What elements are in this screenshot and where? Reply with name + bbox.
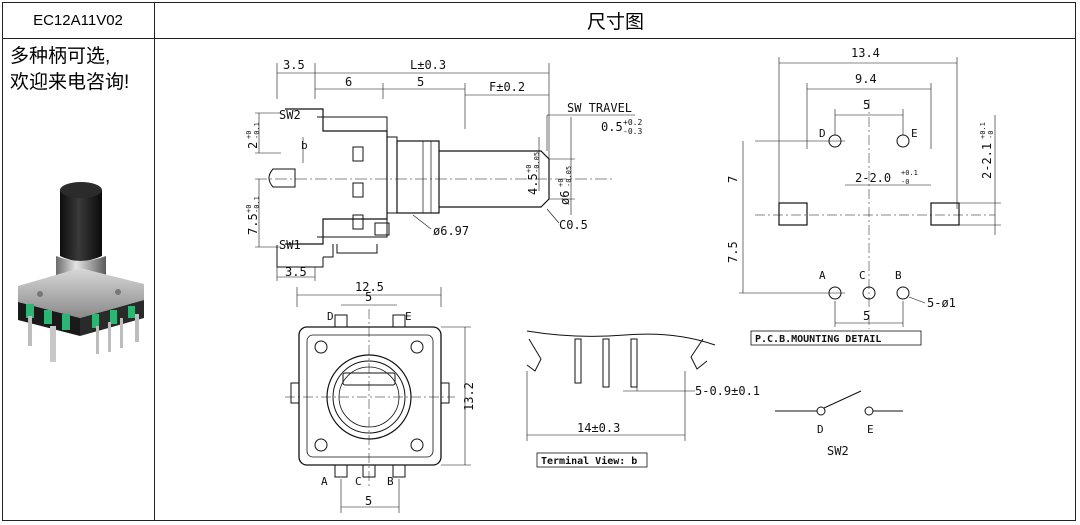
dim-7-5-tol-plus: +0 (245, 205, 253, 213)
dim-5-front-top: 5 (365, 290, 372, 304)
sw-travel-label: SW TRAVEL (567, 101, 632, 115)
dim-phi6-rotated: ø6 +0 -0.05 (557, 166, 573, 205)
dim-4-5-tol-minus: -0.05 (533, 152, 541, 173)
hole-a-label: A (819, 269, 826, 282)
dim-3-5-bottom: 3.5 (285, 265, 307, 279)
dim-2-1-tol-plus: +0.1 (979, 122, 987, 139)
dim-13-2-rotated: 13.2 (462, 382, 476, 411)
dim-5-phi1: 5-ø1 (927, 296, 956, 310)
dim-6: 6 (345, 75, 352, 89)
pcb-detail-label: P.C.B.MOUNTING DETAIL (755, 334, 881, 345)
dim-4-5: 4.5 (526, 173, 540, 195)
dim-phi6-tol-minus: -0.05 (565, 166, 573, 187)
front-view (285, 287, 471, 513)
hole-d-label: D (819, 127, 826, 140)
row-divider (2, 38, 1076, 39)
hole-e-label: E (911, 127, 918, 140)
sw2-symbol (775, 390, 903, 416)
dim-2-rotated: 2 +0 -0.1 (245, 122, 261, 149)
switch-d-label: D (817, 423, 824, 436)
chamfer-label: C0.5 (559, 218, 588, 232)
dim-7-5-rotated: 7.5 +0 -0.1 (245, 196, 261, 235)
dia-6-97: ø6.97 (433, 224, 469, 238)
dim-phi6-tol-plus: +0 (557, 179, 565, 187)
dimension-drawings: 3.5 L±0.3 6 5 F±0.2 SW TRAVEL 0.5 +0.2 -… (245, 46, 1001, 513)
hole-b-label: B (895, 269, 902, 282)
side-view (255, 63, 635, 281)
encoder-photo (18, 182, 144, 362)
dim-7: 7 (726, 176, 740, 183)
dim-phi6: ø6 (558, 191, 572, 205)
pcb-detail (739, 57, 1001, 346)
dim-4-5-rotated: 4.5 +0 -0.05 (525, 152, 541, 195)
dimension-title: 尺寸图 (586, 11, 644, 33)
dim-L: L±0.3 (410, 58, 446, 72)
switch-e-label: E (867, 423, 874, 436)
dim-4-5-tol-plus: +0 (525, 165, 533, 173)
dim-12-5: 12.5 (355, 280, 384, 294)
b-label: b (301, 139, 308, 152)
dim-2-1-rotated: 2-2.1 +0.1 -0 (979, 122, 995, 179)
pin-e-label: E (405, 310, 412, 323)
sw-travel-value: 0.5 (601, 120, 623, 134)
dim-13-4: 13.4 (851, 46, 880, 60)
sw-travel-tol-plus: +0.2 (623, 118, 642, 127)
dim-2-1-tol-minus: -0 (987, 131, 995, 139)
terminal-view-label: Terminal View: b (541, 455, 637, 467)
dim-5: 5 (417, 75, 424, 89)
column-divider (154, 2, 155, 521)
sw-travel-tol-minus: -0.3 (623, 127, 642, 136)
dim-7-rotated: 7 (726, 176, 740, 183)
dim-14: 14±0.3 (577, 421, 620, 435)
model-number: EC12A11V02 (33, 11, 123, 29)
option-note: 多种柄可选, 欢迎来电咨询! (10, 44, 150, 96)
sw2-label: SW2 (279, 108, 301, 122)
dim-F: F±0.2 (489, 80, 525, 94)
dim-2-tol-minus: -0.1 (253, 122, 261, 139)
dim-5-front-bottom: 5 (365, 494, 372, 508)
dim-7-5-pcb-rotated: 7.5 (726, 241, 740, 263)
pin-b-label: B (387, 475, 394, 488)
dim-2: 2 (246, 142, 260, 149)
sw1-label: SW1 (279, 238, 301, 252)
dim-5-pcb-bottom: 5 (863, 309, 870, 323)
dim-2-2-0-tol-plus: +0.1 (901, 169, 918, 177)
dim-7-5-tol-minus: -0.1 (253, 196, 261, 213)
dim-5-0-9: 5-0.9±0.1 (695, 384, 760, 398)
dim-2-tol-plus: +0 (245, 131, 253, 139)
dim-13-2: 13.2 (462, 382, 476, 411)
dim-9-4: 9.4 (855, 72, 877, 86)
option-note-line-1: 多种柄可选, (10, 46, 111, 67)
dim-5-pcb-top: 5 (863, 98, 870, 112)
dim-2-1: 2-2.1 (980, 143, 994, 179)
switch-name-label: SW2 (827, 444, 849, 458)
dim-2-2-0: 2-2.0 (855, 171, 891, 185)
terminal-view (526, 330, 716, 468)
dim-7-5-pcb: 7.5 (726, 241, 740, 263)
option-note-line-2: 欢迎来电咨询! (10, 72, 130, 93)
hole-c-label: C (859, 269, 866, 282)
pin-d-label: D (327, 310, 334, 323)
pin-c-label: C (355, 475, 362, 488)
pin-a-label: A (321, 475, 328, 488)
dim-3-5-top: 3.5 (283, 58, 305, 72)
dim-7-5: 7.5 (246, 213, 260, 235)
dim-2-2-0-tol-minus: -0 (901, 178, 909, 186)
